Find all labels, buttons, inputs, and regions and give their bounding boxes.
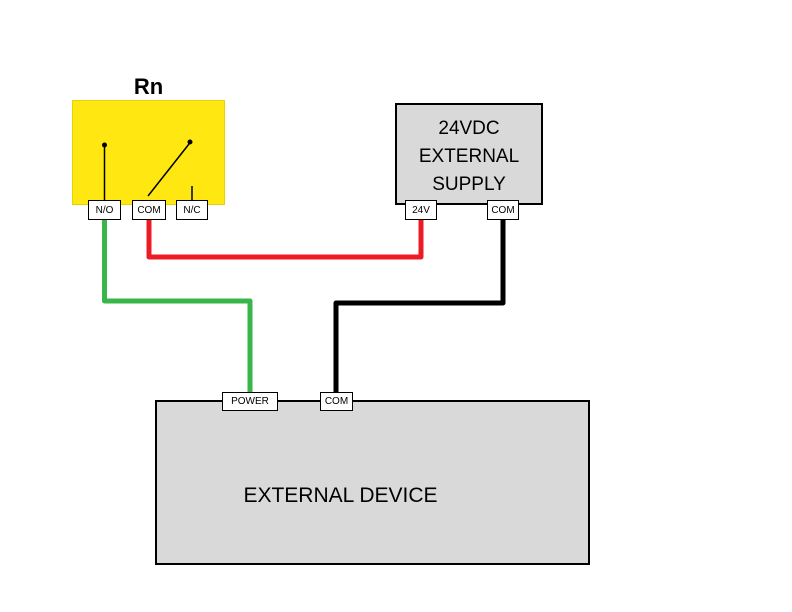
supply-terminal-com: COM [487, 200, 519, 220]
relay-box [72, 100, 225, 205]
relay-label: Rn [133, 74, 164, 99]
device-terminal-power: POWER [222, 392, 278, 411]
device-label: EXTERNAL DEVICE [243, 484, 438, 507]
supply-terminal-24v: 24V [405, 200, 437, 220]
relay-terminal-com: COM [132, 200, 166, 220]
relay-terminal-nc: N/C [176, 200, 208, 220]
supply-label-line-2: EXTERNAL [418, 146, 520, 167]
device-box: EXTERNAL DEVICE [155, 400, 590, 565]
supply-label-line-3: SUPPLY [432, 174, 506, 195]
relay-terminal-no: N/O [88, 200, 121, 220]
wire-supply-com-to-device-com [333, 216, 506, 398]
wire-relay-no-to-device-power [102, 216, 253, 398]
supply-label-line-1: 24VDC [438, 118, 500, 139]
device-terminal-com: COM [320, 392, 353, 411]
supply-box: 24VDC EXTERNAL SUPPLY [395, 103, 543, 205]
wire-relay-com-to-supply-24v [146, 216, 424, 260]
